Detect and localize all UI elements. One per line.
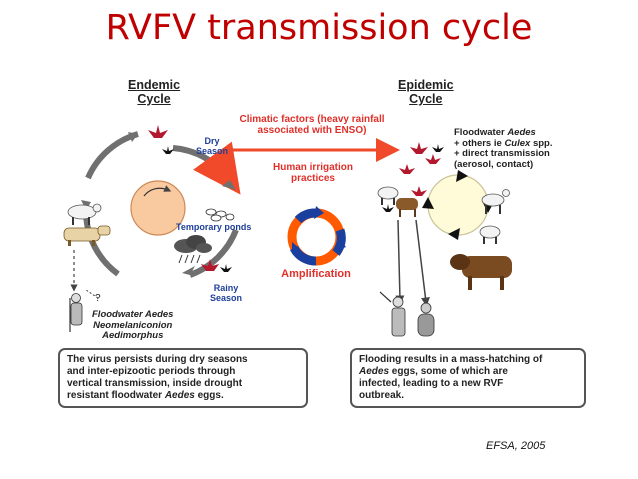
endemic-box-line4-suffix: eggs. [194, 390, 224, 401]
endemic-box-line1: The virus persists during dry seasons [67, 354, 248, 365]
epidemic-description-box: Flooding results in a mass-hatching of A… [350, 348, 586, 408]
rvfv-cycle-diagram: Endemic Cycle Epidemic Cycle Climatic fa… [58, 70, 588, 430]
endemic-box-line2: and inter-epizootic periods through [67, 366, 236, 377]
epidemic-cycle-disc [427, 174, 489, 236]
camel-icon [396, 198, 418, 217]
endemic-box-line4-text: resistant floodwater [67, 390, 165, 401]
buffalo-icon [450, 254, 512, 290]
mosquito-icon [162, 144, 444, 272]
human-irrigation-label: Human irrigation practices [263, 162, 363, 184]
endemic-heading-line2: Cycle [137, 92, 171, 106]
amplification-ring-icon [287, 206, 346, 266]
endemic-box-line4: resistant floodwater Aedes eggs. [67, 390, 299, 402]
mosquito-icon [148, 125, 441, 271]
egg-cluster-icon [205, 208, 235, 222]
return-arrow-top [85, 131, 139, 180]
epidemic-vectors-line1: Floodwater Aedes [454, 127, 552, 139]
endemic-vectors-line2: Neomelaniconion [93, 319, 173, 331]
page-title: RVFV transmission cycle [105, 8, 533, 48]
endemic-box-line3: vertical transmission, inside drought [67, 378, 243, 389]
human-irrigation-line1: Human irrigation [272, 162, 353, 173]
epidemic-vectors-line2-text: + others ie [454, 137, 505, 149]
epidemic-box-line4: outbreak. [359, 390, 405, 401]
rainy-season-line2: Season [210, 293, 243, 304]
epidemic-vectors-line3: + direct transmission [454, 148, 550, 160]
cycle-artwork [63, 125, 512, 337]
endemic-cycle-heading: Endemic Cycle [128, 78, 180, 106]
rainy-season-line1: Rainy [213, 283, 239, 293]
epidemic-box-line2-genus: Aedes [359, 366, 390, 377]
question-mark-label: ? [95, 293, 101, 304]
epidemic-box-line2-text: eggs, some of which are [389, 366, 508, 377]
climatic-factors-line2: associated with ENSO) [257, 125, 367, 137]
temporary-ponds-label: Temporary ponds [176, 222, 252, 232]
climatic-factors-line1: Climatic factors (heavy rainfall [239, 114, 385, 125]
endemic-vectors-line3: Aedimorphus [102, 330, 164, 342]
return-arrow-left [82, 209, 120, 277]
endemic-vectors-label: Floodwater Aedes Neomelaniconion Aedimor… [92, 309, 174, 342]
sheep-icon [377, 186, 399, 205]
sheep-icon [479, 225, 501, 244]
dry-season-line2: Season [196, 146, 229, 157]
rainy-season-label: Rainy Season [210, 283, 242, 303]
human-figure-icon [379, 291, 406, 337]
epidemic-vectors-line1-genus: Aedes [507, 127, 536, 138]
human-figure-icon [69, 293, 83, 332]
epidemic-heading-line2: Cycle [409, 92, 443, 106]
endemic-box-line4-genus: Aedes [164, 390, 195, 401]
dry-season-label: Dry Season [196, 136, 228, 156]
cattle-icon [63, 225, 111, 246]
endemic-description-box: The virus persists during dry seasons an… [58, 348, 308, 408]
sheep-icon [67, 203, 102, 225]
amplification-label: Amplification [281, 268, 351, 280]
epidemic-vectors-line2-suffix: spp. [530, 137, 553, 149]
climatic-factors-label: Climatic factors (heavy rainfall associa… [233, 114, 391, 136]
epidemic-vectors-line1-text: Floodwater [454, 127, 508, 138]
epidemic-vectors-line2: + others ie Culex spp. [454, 137, 553, 150]
epidemic-box-line2: Aedes eggs, some of which are [359, 366, 577, 378]
rainy-season-arrow [188, 228, 239, 278]
epidemic-vectors-line4: (aerosol, contact) [454, 158, 534, 170]
human-irrigation-line2: practices [291, 173, 335, 185]
epidemic-box-line1: Flooding results in a mass-hatching of [359, 354, 543, 365]
epidemic-cycle-heading: Epidemic Cycle [398, 78, 454, 106]
epidemic-vectors-line2-genus: Culex [504, 137, 531, 149]
endemic-vectors-line1: Floodwater Aedes [92, 309, 174, 320]
goat-icon [481, 189, 510, 214]
epidemic-vectors-label: Floodwater Aedes + others ie Culex spp. … [454, 127, 553, 171]
endemic-heading-line1: Endemic [128, 78, 181, 92]
epidemic-heading-line1: Epidemic [398, 78, 454, 92]
rain-cloud-icon [174, 235, 212, 264]
source-citation: EFSA, 2005 [486, 440, 546, 452]
epidemic-box-line3: infected, leading to a new RVF [359, 378, 504, 389]
dry-season-line1: Dry [204, 136, 220, 146]
human-figure-icon [417, 302, 435, 337]
dry-season-arrow [172, 141, 241, 195]
